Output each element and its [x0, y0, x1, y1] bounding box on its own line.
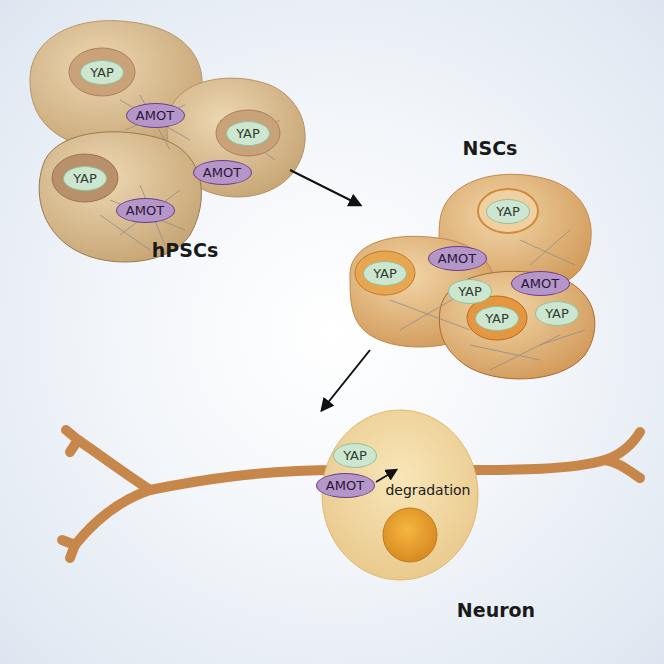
stage-label: NSCs [463, 137, 518, 159]
neuron [62, 410, 640, 580]
yap-protein: YAP [333, 443, 377, 468]
yap-protein: YAP [486, 199, 530, 224]
yap-protein: YAP [226, 121, 270, 146]
process-arrow [290, 170, 360, 205]
stage-label: Neuron [457, 599, 535, 621]
yap-protein: YAP [535, 301, 579, 326]
protein-label: YAP [496, 204, 520, 219]
protein-label: AMOT [521, 276, 559, 291]
protein-label: YAP [343, 448, 367, 463]
amot-protein: AMOT [116, 198, 175, 223]
protein-label: YAP [73, 171, 97, 186]
hpsc-cells [30, 21, 305, 262]
stage-label: hPSCs [152, 239, 218, 261]
yap-protein: YAP [63, 166, 107, 191]
process-arrow [322, 350, 370, 410]
protein-label: AMOT [126, 203, 164, 218]
protein-label: AMOT [438, 251, 476, 266]
protein-label: YAP [373, 266, 397, 281]
protein-label: YAP [458, 284, 482, 299]
protein-label: YAP [485, 311, 509, 326]
amot-protein: AMOT [316, 473, 375, 498]
protein-label: YAP [545, 306, 569, 321]
process-label: degradation [385, 482, 470, 498]
yap-protein: YAP [448, 279, 492, 304]
amot-protein: AMOT [428, 246, 487, 271]
yap-protein: YAP [475, 306, 519, 331]
protein-label: AMOT [326, 478, 364, 493]
amot-protein: AMOT [126, 103, 185, 128]
amot-protein: AMOT [193, 160, 252, 185]
amot-protein: AMOT [511, 271, 570, 296]
nsc-cells [350, 174, 595, 379]
protein-label: AMOT [203, 165, 241, 180]
protein-label: YAP [90, 65, 114, 80]
yap-protein: YAP [363, 261, 407, 286]
yap-protein: YAP [80, 60, 124, 85]
protein-label: YAP [236, 126, 260, 141]
degradation-arrow [376, 470, 396, 482]
protein-label: AMOT [136, 108, 174, 123]
